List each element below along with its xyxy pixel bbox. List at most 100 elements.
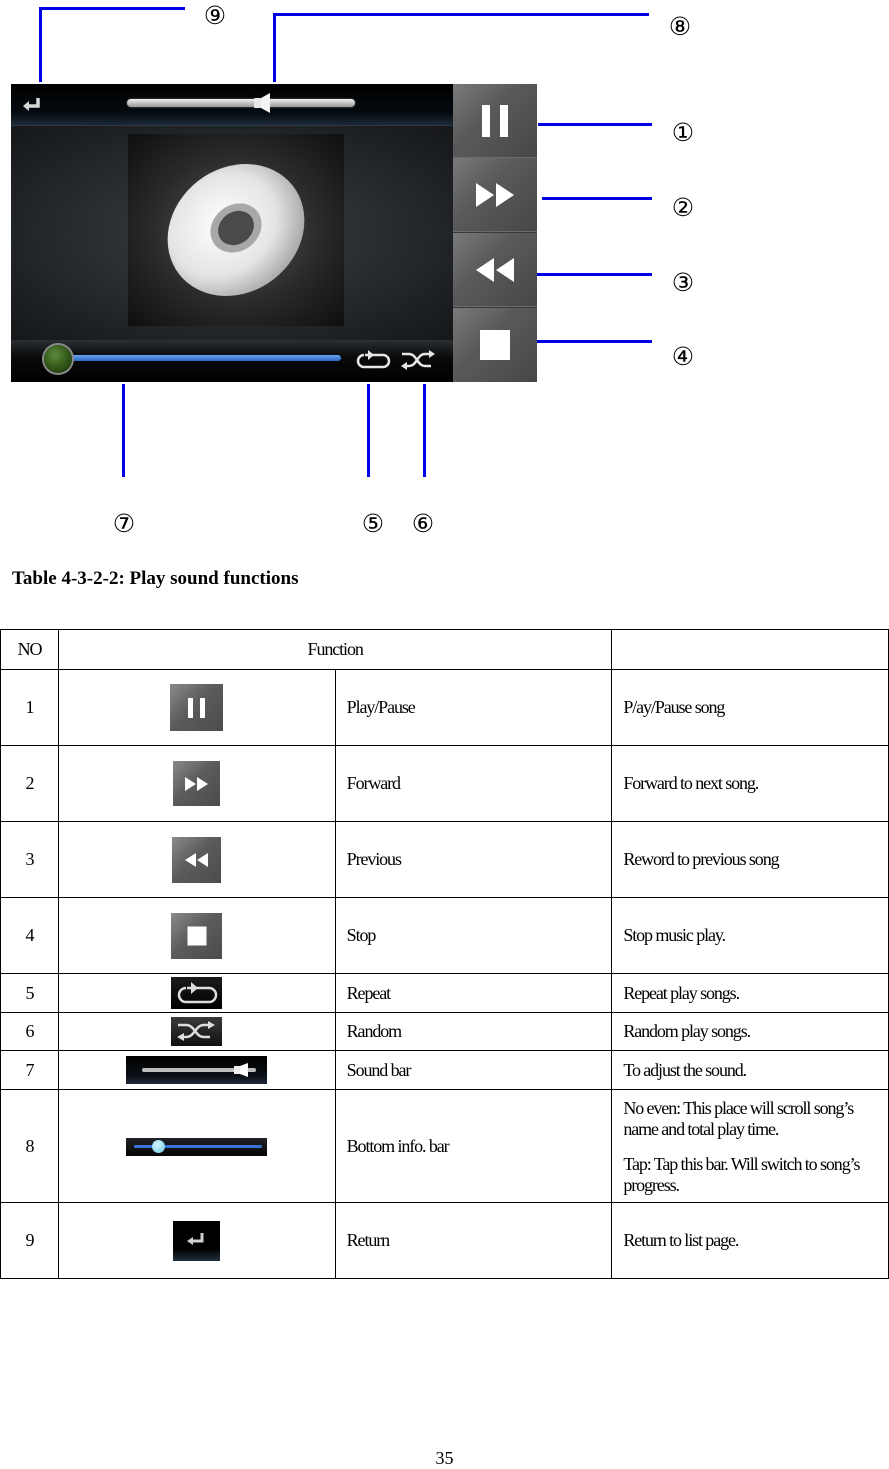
repeat-icon	[171, 977, 223, 1009]
row-description: Random play songs.	[611, 1012, 889, 1051]
cd-disc-icon	[167, 164, 305, 296]
table-row: 4 Stop Stop music play.	[0, 897, 889, 974]
row-icon-cell	[58, 973, 336, 1013]
table-row: 9 Return Return to list page.	[0, 1202, 889, 1279]
row-description: No even: This place will scroll song’s n…	[611, 1089, 889, 1203]
volume-slider-icon	[126, 1056, 268, 1084]
return-button[interactable]	[21, 96, 45, 114]
fast-forward-icon	[173, 761, 221, 806]
header-description	[611, 629, 889, 670]
callout-line-2	[542, 197, 652, 200]
callout-line-6	[423, 384, 426, 477]
return-icon	[173, 1220, 221, 1261]
forward-button[interactable]	[453, 158, 537, 232]
row-number: 4	[0, 897, 59, 974]
row-number: 7	[0, 1050, 59, 1090]
progress-bar-icon	[126, 1138, 268, 1157]
row-icon-cell	[58, 1089, 336, 1203]
callout-number-9: ⑨	[203, 1, 227, 30]
row-function-name: Bottom info. bar	[334, 1089, 613, 1203]
row-function-name: Return	[334, 1202, 613, 1279]
row-icon-cell	[58, 897, 336, 974]
callout-number-3: ③	[671, 268, 695, 297]
row-description: Stop music play.	[611, 897, 889, 974]
callout-line-4	[535, 340, 652, 343]
pause-icon	[482, 104, 508, 137]
previous-button[interactable]	[453, 233, 537, 307]
music-player-screen	[11, 84, 453, 382]
table-row: 6 Random Random play songs.	[0, 1012, 889, 1051]
stop-icon	[171, 912, 223, 959]
callout-line-9	[39, 7, 42, 82]
row-function-name: Sound bar	[334, 1050, 613, 1090]
table-row: 1 Play/Pause P/ay/Pause song	[0, 669, 889, 746]
progress-knob[interactable]	[44, 345, 72, 373]
callout-number-1: ①	[671, 118, 695, 147]
row-function-name: Repeat	[334, 973, 613, 1013]
callout-line-9	[39, 7, 185, 10]
table-header-row: NO Function	[0, 629, 889, 670]
row-icon-cell	[58, 1050, 336, 1090]
return-icon	[23, 98, 40, 111]
row-description: Reword to previous song	[611, 821, 889, 898]
bottom-info-bar[interactable]	[11, 340, 453, 382]
shuffle-icon	[171, 1017, 223, 1046]
fast-forward-icon	[476, 182, 514, 207]
stop-button[interactable]	[453, 308, 537, 382]
callout-line-8	[273, 13, 649, 16]
row-description: Return to list page.	[611, 1202, 889, 1279]
row-number: 9	[0, 1202, 59, 1279]
row-function-name: Forward	[334, 745, 613, 822]
callout-line-8	[273, 13, 276, 82]
rewind-icon	[172, 836, 222, 883]
row-function-name: Random	[334, 1012, 613, 1051]
table-row: 8 Bottom info. bar No even: This place w…	[0, 1089, 889, 1203]
rewind-icon	[476, 257, 514, 282]
table-row: 5 Repeat Repeat play songs.	[0, 973, 889, 1013]
pause-icon	[170, 684, 224, 731]
row-icon-cell	[58, 669, 336, 746]
row-function-name: Stop	[334, 897, 613, 974]
row-number: 1	[0, 669, 59, 746]
callout-line-1	[538, 123, 652, 126]
repeat-button[interactable]	[355, 348, 391, 372]
random-button[interactable]	[399, 348, 437, 372]
callout-number-4: ④	[671, 342, 695, 371]
speaker-icon	[254, 93, 270, 113]
page-number: 35	[435, 1448, 454, 1468]
row-number: 5	[0, 973, 59, 1013]
player-figure: ⑨ ⑧ ① ② ③ ④ ⑦ ⑤ ⑥	[0, 0, 889, 545]
player-top-bar	[11, 84, 453, 126]
functions-table: NO Function 1 Play/Pause P/ay/Pause song…	[0, 629, 889, 1279]
header-function: Function	[57, 629, 613, 670]
table-row: 7 Sound bar To adjust the sound.	[0, 1050, 889, 1090]
volume-knob-icon[interactable]	[252, 92, 274, 114]
table-row: 2 Forward Forward to next song.	[0, 745, 889, 822]
row-icon-cell	[58, 1202, 336, 1279]
row-description: Repeat play songs.	[611, 973, 889, 1013]
album-art	[128, 134, 344, 326]
row-number: 6	[0, 1012, 59, 1051]
table-caption: Table 4-3-2-2: Play sound functions	[12, 568, 299, 589]
row-number: 2	[0, 745, 59, 822]
row-number: 8	[0, 1089, 59, 1203]
album-art-area	[11, 126, 453, 340]
sound-bar[interactable]	[127, 99, 355, 107]
callout-line-5	[367, 384, 370, 477]
progress-track[interactable]	[55, 355, 341, 361]
row-icon-cell	[58, 1012, 336, 1051]
row-function-name: Play/Pause	[334, 669, 613, 746]
pause-button[interactable]	[453, 84, 537, 158]
callout-number-2: ②	[671, 193, 695, 222]
shuffle-icon	[401, 350, 435, 370]
stop-icon	[480, 330, 510, 360]
repeat-icon	[356, 350, 391, 369]
callout-number-7: ⑦	[112, 509, 136, 538]
row-function-name: Previous	[334, 821, 613, 898]
row-icon-cell	[58, 745, 336, 822]
callout-number-6: ⑥	[411, 509, 435, 538]
row-number: 3	[0, 821, 59, 898]
callout-number-8: ⑧	[668, 12, 692, 41]
table-row: 3 Previous Reword to previous song	[0, 821, 889, 898]
callout-number-5: ⑤	[361, 509, 385, 538]
